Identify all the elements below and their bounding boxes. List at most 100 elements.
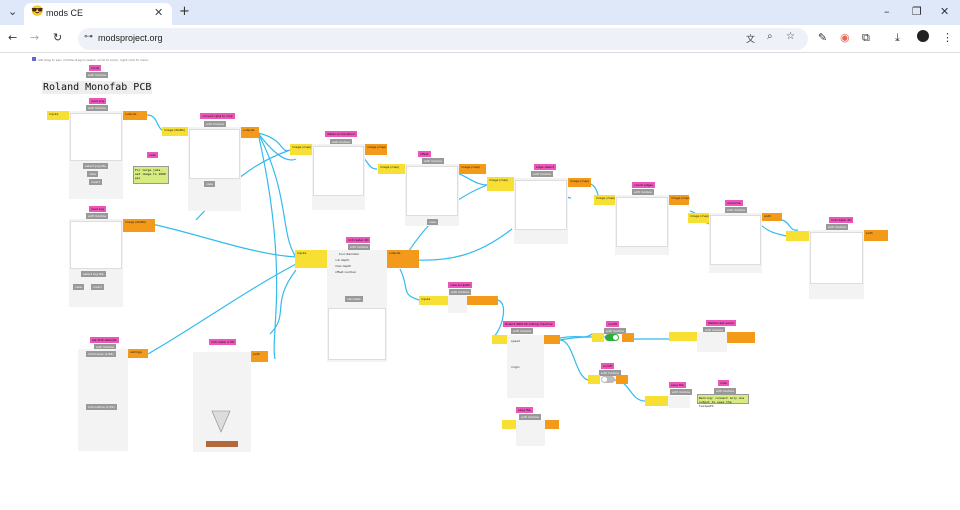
- distance-transform-title[interactable]: distance transform: [325, 131, 358, 137]
- set-pcb-edit-button[interactable]: edit module: [94, 344, 116, 350]
- websocket-input[interactable]: [669, 332, 697, 341]
- view-button[interactable]: view: [427, 219, 438, 225]
- read-png-output[interactable]: outputs: [123, 111, 147, 120]
- offset-input[interactable]: image (map): [378, 164, 405, 174]
- convert-edit-button[interactable]: edit module: [204, 121, 226, 127]
- srm20-title[interactable]: Roland SRM-20 milling machine: [503, 321, 555, 327]
- offset-title[interactable]: offset: [418, 151, 431, 157]
- read-svg-output[interactable]: image (RGBA): [123, 219, 155, 232]
- view-button[interactable]: view: [204, 181, 215, 187]
- save-file-lower-title[interactable]: save file: [669, 382, 686, 388]
- orient-edges-output[interactable]: image (map): [669, 195, 690, 205]
- save-file-output[interactable]: [545, 420, 559, 429]
- mill-raster-2d-title[interactable]: mill raster 2D: [829, 217, 854, 223]
- offset-output[interactable]: image (map): [459, 164, 486, 174]
- central-mill-edit-button[interactable]: edit module: [348, 244, 370, 250]
- save-file-edit-button[interactable]: edit module: [519, 414, 541, 420]
- websocket-output[interactable]: [727, 332, 755, 343]
- vectorize-title[interactable]: vectorize: [725, 200, 743, 206]
- on-off-title[interactable]: on/off: [606, 321, 619, 327]
- vectorize-input[interactable]: image (map): [688, 213, 709, 223]
- srm20-input[interactable]: [492, 335, 507, 344]
- calculate-button[interactable]: calculate: [345, 296, 363, 302]
- on-off-lower-output[interactable]: [616, 375, 628, 384]
- read-png-input[interactable]: inputs: [47, 111, 69, 120]
- distance-transform-edit-button[interactable]: edit module: [330, 139, 352, 145]
- distance-transform-output[interactable]: image (map): [365, 144, 387, 155]
- view-toolpath-title[interactable]: view toolpath: [448, 282, 473, 288]
- note-title[interactable]: note: [147, 152, 158, 158]
- on-off-output[interactable]: [622, 333, 634, 342]
- view-toolpath-output[interactable]: [467, 296, 498, 305]
- save-file-lower-input[interactable]: [645, 396, 668, 406]
- eyedropper-extension-icon[interactable]: ✎: [818, 31, 828, 44]
- view-button[interactable]: view: [73, 284, 84, 290]
- central-mill-input[interactable]: inputs: [295, 250, 327, 268]
- on-off-lower-title[interactable]: on/off: [601, 363, 614, 369]
- bookmark-star-icon[interactable]: ☆: [786, 31, 795, 42]
- back-icon[interactable]: ←: [8, 31, 18, 44]
- extension-icon[interactable]: ◉: [840, 31, 850, 44]
- on-off-lower-edit-button[interactable]: edit module: [599, 370, 621, 376]
- central-mill-title[interactable]: mill raster 2D: [346, 237, 371, 243]
- websocket-edit-button[interactable]: edit module: [703, 327, 725, 333]
- site-info-icon[interactable]: ⊶: [84, 32, 93, 42]
- close-window-button[interactable]: ✕: [940, 5, 950, 18]
- central-mill-output[interactable]: outputs: [387, 250, 419, 268]
- mill-raster-2d-edit-button[interactable]: edit module: [826, 224, 848, 230]
- save-file-input[interactable]: [502, 420, 516, 429]
- tab-close-icon[interactable]: ✕: [154, 7, 164, 19]
- reload-icon[interactable]: ↻: [53, 31, 63, 44]
- read-svg-edit-button[interactable]: edit module: [86, 213, 108, 219]
- mill-25d-title[interactable]: mill raster 2.5D: [209, 339, 237, 345]
- orient-edges-title[interactable]: orient edges: [632, 182, 655, 188]
- orient-edges-edit-button[interactable]: edit module: [632, 189, 654, 195]
- set-pcb-defaults-title[interactable]: set PCB defaults: [90, 337, 119, 343]
- websocket-title[interactable]: WebSocket serial: [706, 320, 736, 326]
- select-svg-button[interactable]: select svg file: [81, 271, 106, 277]
- warning-note-edit-button[interactable]: edit module: [714, 388, 736, 394]
- restore-button[interactable]: ❐: [912, 5, 922, 18]
- invert-button[interactable]: invert: [91, 284, 104, 290]
- mill-traces-button[interactable]: mill traces (1/64): [86, 351, 116, 357]
- mods-canvas[interactable]: left-drag to pan, middle-drag to select,…: [0, 54, 960, 510]
- on-off-lower-input[interactable]: [588, 375, 600, 384]
- on-off-edit-button[interactable]: edit module: [604, 328, 626, 334]
- convert-module-title[interactable]: convert rgba to map: [200, 113, 235, 119]
- edge-detect-input[interactable]: image (map): [487, 177, 514, 191]
- offset-edit-button[interactable]: edit module: [422, 158, 444, 164]
- mill-raster-2d-output[interactable]: path: [864, 230, 888, 241]
- on-off-input[interactable]: [592, 333, 604, 342]
- edge-detect-title[interactable]: edge detect: [534, 164, 557, 170]
- edge-detect-edit-button[interactable]: edit module: [531, 171, 553, 177]
- on-off-toggle-off[interactable]: [601, 376, 615, 383]
- mill-outline-button[interactable]: mill outline (1/32): [86, 404, 117, 410]
- mods-module-title[interactable]: mods: [89, 65, 102, 71]
- edge-detect-output[interactable]: image (map): [568, 178, 591, 187]
- on-off-toggle-on[interactable]: [605, 334, 619, 341]
- select-png-button[interactable]: select png file: [83, 163, 109, 169]
- orient-edges-input[interactable]: image (map): [594, 195, 615, 205]
- read-png-title[interactable]: read png: [89, 98, 107, 104]
- forward-icon[interactable]: →: [30, 31, 40, 44]
- view-toolpath-edit-button[interactable]: edit module: [449, 289, 471, 295]
- read-svg-title[interactable]: read svg: [89, 206, 106, 212]
- profile-avatar[interactable]: [917, 30, 929, 42]
- view-toolpath-input[interactable]: inputs: [419, 296, 448, 305]
- srm20-edit-button[interactable]: edit module: [511, 328, 533, 334]
- convert-input[interactable]: image (RGBA): [162, 127, 188, 136]
- downloads-icon[interactable]: ⤓: [895, 31, 900, 44]
- warning-note-title[interactable]: note: [718, 380, 729, 386]
- set-pcb-output[interactable]: settings: [128, 349, 148, 358]
- vectorize-edit-button[interactable]: edit module: [725, 207, 747, 213]
- distance-transform-input[interactable]: image (map): [290, 144, 312, 155]
- zoom-icon[interactable]: ⌕: [767, 31, 773, 42]
- address-bar[interactable]: ⊶ modsproject.org 文 ⌕ ☆: [78, 28, 808, 50]
- menu-kebab-icon[interactable]: ⋮: [942, 31, 953, 44]
- view-button[interactable]: view: [87, 171, 98, 177]
- mill-25d-output[interactable]: path: [251, 351, 268, 362]
- mods-edit-module-button[interactable]: edit module: [86, 72, 108, 78]
- save-file-lower-edit-button[interactable]: edit module: [670, 389, 692, 395]
- convert-output[interactable]: outputs: [241, 127, 259, 138]
- read-png-edit-button[interactable]: edit module: [86, 105, 108, 111]
